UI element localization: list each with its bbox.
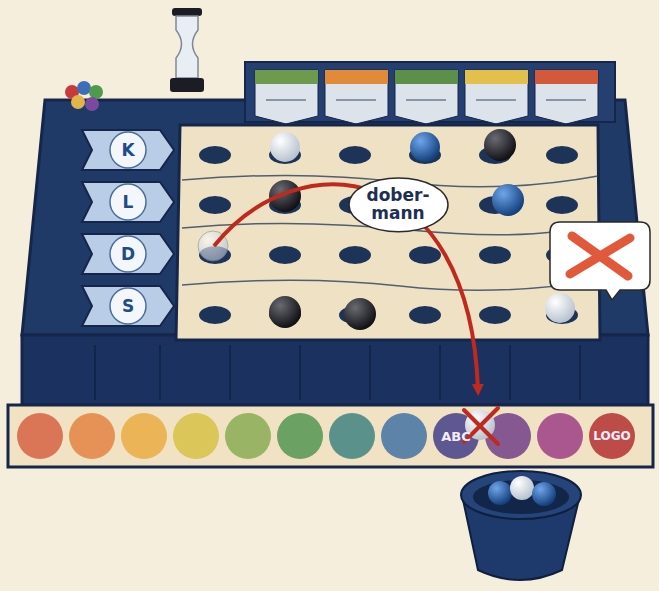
letter-tile: L xyxy=(80,180,176,224)
category-icon-label: LOGO xyxy=(593,429,630,443)
tile-outline xyxy=(82,234,174,274)
bubble-outline xyxy=(349,178,448,232)
tile-letter: K xyxy=(121,140,134,160)
letter-disc xyxy=(110,236,146,272)
letter-disc xyxy=(110,132,146,168)
tile-outline xyxy=(82,286,174,326)
letter-tile: K xyxy=(80,128,176,172)
letter-disc xyxy=(110,288,146,324)
speech-bubble: dober- mann xyxy=(347,176,450,234)
category-icon-label: ABC xyxy=(441,429,471,444)
tile-outline xyxy=(82,182,174,222)
letter-tile: D xyxy=(80,232,176,276)
tile-letter: S xyxy=(122,296,134,316)
tile-outline xyxy=(82,130,174,170)
tile-letter: L xyxy=(123,192,134,212)
letter-tile: S xyxy=(80,284,176,328)
spoken-word: dober- mann xyxy=(367,187,430,223)
letter-disc xyxy=(110,184,146,220)
tile-letter: D xyxy=(121,244,135,264)
